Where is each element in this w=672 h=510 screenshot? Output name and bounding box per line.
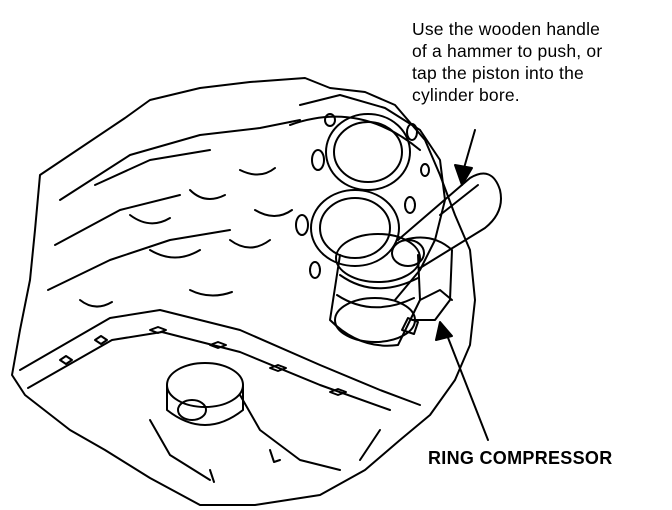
instruction-note: Use the wooden handle of a hammer to pus… bbox=[412, 18, 670, 106]
instruction-line: tap the piston into the bbox=[412, 63, 584, 83]
cylinder-bores bbox=[289, 94, 446, 301]
instruction-line: cylinder bore. bbox=[412, 85, 520, 105]
piston-ring-compressor bbox=[329, 233, 453, 347]
leader-arrows bbox=[435, 129, 489, 441]
instruction-line: Use the wooden handle bbox=[412, 19, 601, 39]
crank-boss bbox=[166, 362, 244, 426]
instruction-line: of a hammer to push, or bbox=[412, 41, 603, 61]
ring-compressor-label: RING COMPRESSOR bbox=[428, 448, 613, 468]
hammer-handle bbox=[391, 172, 502, 269]
engine-block bbox=[11, 77, 476, 506]
